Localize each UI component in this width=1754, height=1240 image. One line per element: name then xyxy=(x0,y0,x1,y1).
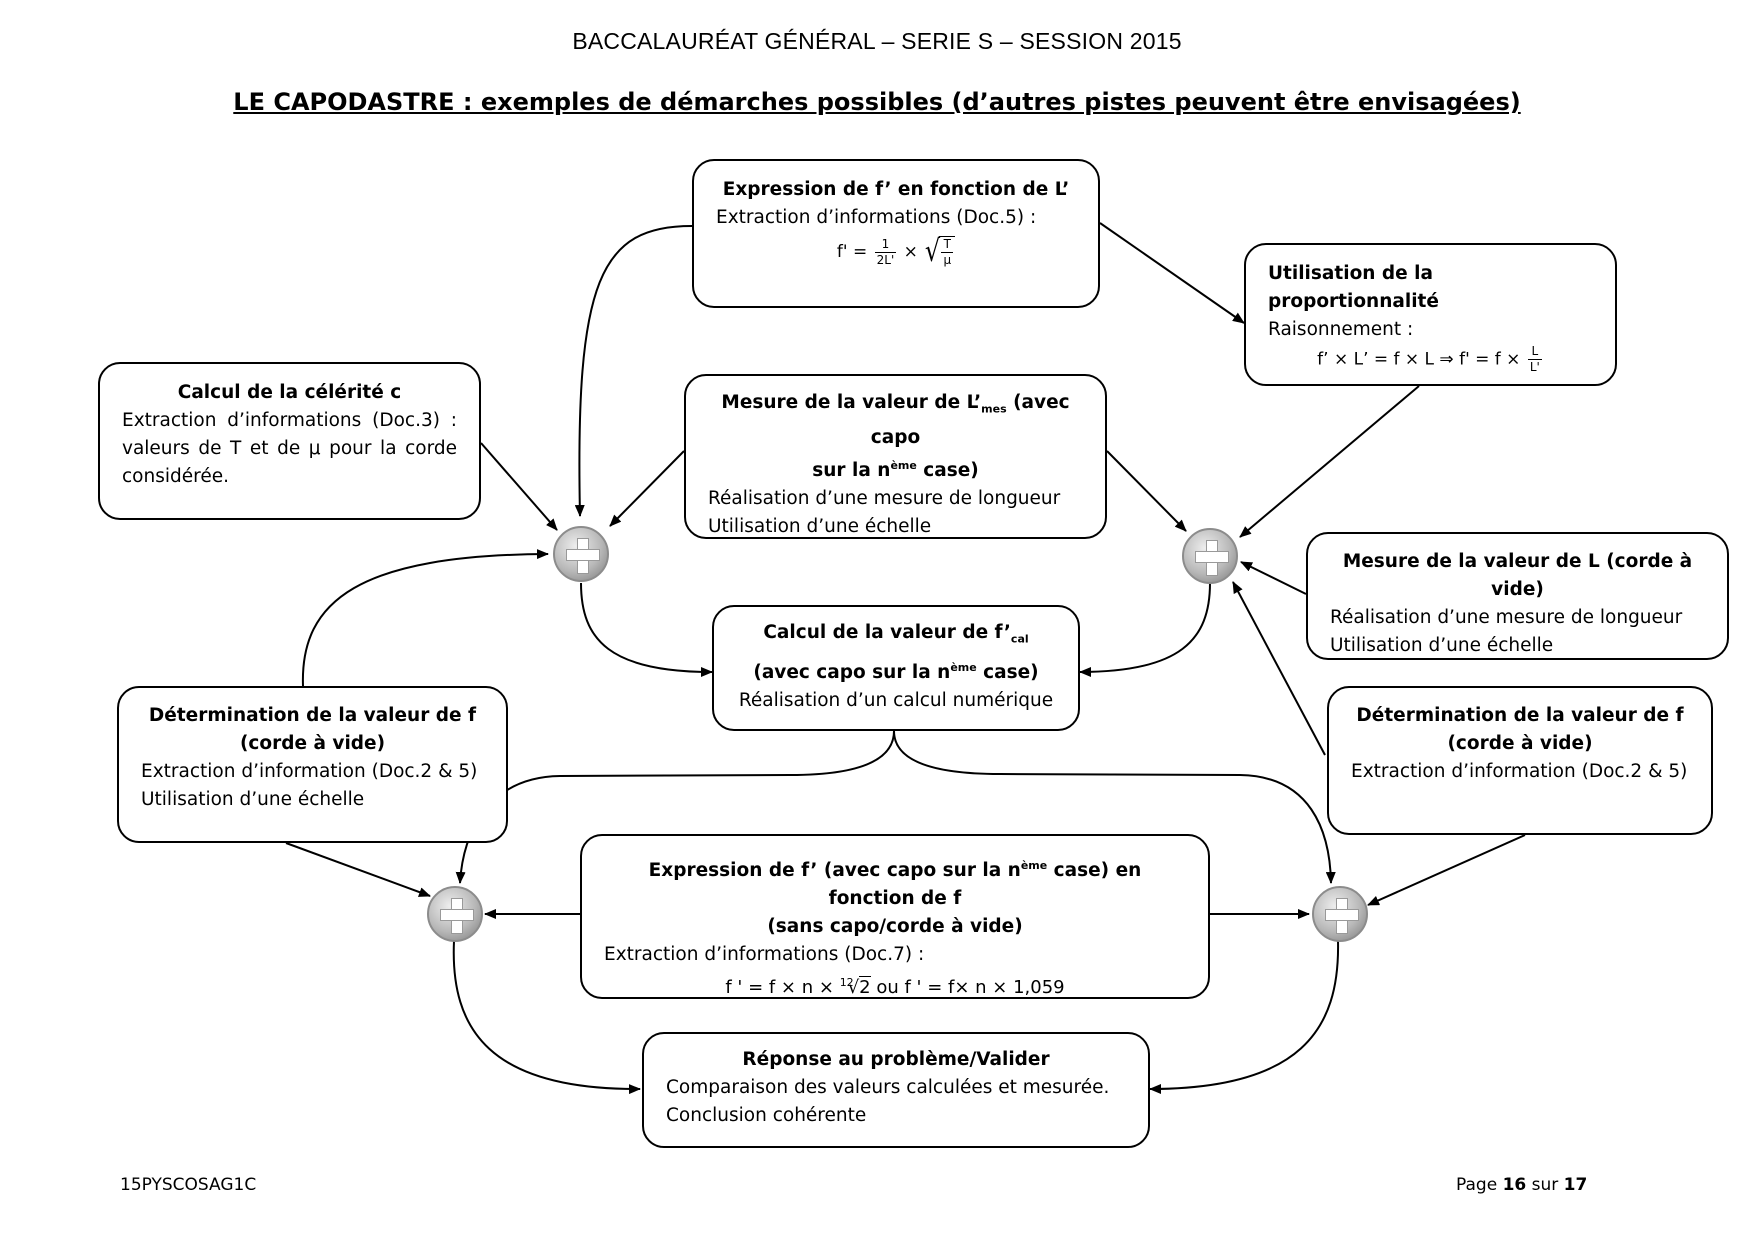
arrow-detf-right-to-plus4 xyxy=(1367,834,1526,906)
arrow-plus3-to-reponse xyxy=(452,940,641,1095)
arrow-mesure-lmes-to-plus1 xyxy=(609,450,685,527)
arrow-plus1-to-calcul xyxy=(580,582,713,677)
arrow-detf-right-to-plus2 xyxy=(1232,581,1326,756)
plus-icon xyxy=(1182,528,1238,584)
box-calcul-celerite: Calcul de la célérité c Extraction d’inf… xyxy=(98,362,481,520)
box-expression-f-l: Expression de f’ en fonction de L’ Extra… xyxy=(692,159,1100,308)
arrow-plus4-to-reponse xyxy=(1149,940,1340,1094)
arrow-expr-to-plus1 xyxy=(574,225,693,517)
box-mesure-l-mes: Mesure de la valeur de L’mes (avec capo … xyxy=(684,374,1107,539)
box-title: Détermination de la valeur de f xyxy=(148,705,477,726)
arrow-detf-left-to-plus1 xyxy=(301,549,549,687)
box-title: (corde à vide) xyxy=(239,733,386,754)
page-title: LE CAPODASTRE : exemples de démarches po… xyxy=(233,88,1521,116)
box-determination-f-right: Détermination de la valeur de f (corde à… xyxy=(1327,686,1713,835)
box-title: (sans capo/corde à vide) xyxy=(767,916,1023,938)
box-line: Utilisation d’une échelle xyxy=(1330,635,1554,656)
box-title: Calcul de la célérité c xyxy=(177,382,402,403)
plus-icon xyxy=(427,886,483,942)
box-line: Extraction d’informations (Doc.5) : xyxy=(716,207,1037,228)
box-title: Expression de f’ (avec capo sur la nème … xyxy=(648,859,1142,910)
box-line: Réalisation d’une mesure de longueur xyxy=(1330,607,1683,628)
arrow-celerite-to-plus1 xyxy=(480,442,558,531)
plus-icon xyxy=(553,526,609,582)
box-line: Réalisation d’un calcul numérique xyxy=(738,689,1054,711)
box-title: Mesure de la valeur de L (corde à vide) xyxy=(1342,551,1693,600)
box-title: Réponse au problème/Valider xyxy=(742,1049,1050,1070)
box-line: Conclusion cohérente xyxy=(666,1105,867,1126)
footer-page-number: Page 16 sur 17 xyxy=(1456,1175,1588,1195)
arrow-calcul-to-plus4 xyxy=(893,730,1336,884)
box-line: Réalisation d’une mesure de longueur xyxy=(708,487,1061,509)
arrow-plus2-to-calcul xyxy=(1079,582,1211,677)
box-title: Calcul de la valeur de f’cal xyxy=(763,622,1029,646)
arrow-detf-left-to-plus3 xyxy=(285,842,431,897)
footer-code: 15PYSCOSAG1C xyxy=(120,1175,257,1195)
box-text: Extraction d’informations (Doc.3) : vale… xyxy=(122,410,457,487)
arrow-mesure-l-to-plus2 xyxy=(1240,561,1307,595)
box-line: Utilisation d’une échelle xyxy=(141,789,365,810)
box-title: sur la nème case) xyxy=(812,458,979,481)
plus-icon xyxy=(1312,886,1368,942)
box-title: Utilisation de la proportionnalité xyxy=(1268,263,1439,312)
box-calcul-f-cal: Calcul de la valeur de f’cal (avec capo … xyxy=(712,605,1080,731)
box-determination-f-left: Détermination de la valeur de f (corde à… xyxy=(117,686,508,843)
formula-f-prime-f: f ' = f × n × 12√2 ou f ' = f× n × 1,059 xyxy=(725,976,1065,999)
box-mesure-l: Mesure de la valeur de L (corde à vide) … xyxy=(1306,532,1729,660)
box-line: Comparaison des valeurs calculées et mes… xyxy=(666,1077,1110,1098)
box-reponse: Réponse au problème/Valider Comparaison … xyxy=(642,1032,1150,1148)
box-title: (corde à vide) xyxy=(1447,733,1593,754)
box-line: Extraction d’information (Doc.2 & 5) xyxy=(141,761,478,782)
box-title: Détermination de la valeur de f xyxy=(1356,705,1684,726)
box-line: Raisonnement : xyxy=(1268,319,1414,340)
page-header: BACCALAURÉAT GÉNÉRAL – SERIE S – SESSION… xyxy=(572,28,1182,54)
box-expression-f-f: Expression de f’ (avec capo sur la nème … xyxy=(580,834,1210,999)
box-line: Utilisation d’une échelle xyxy=(708,515,932,537)
box-text: Extraction d’information (Doc.2 & 5) xyxy=(1351,761,1688,782)
box-line: Extraction d’informations (Doc.7) : xyxy=(604,944,925,966)
box-title: Mesure de la valeur de L’mes (avec capo xyxy=(721,392,1070,448)
box-title: Expression de f’ en fonction de L’ xyxy=(722,179,1070,200)
arrow-mesure-lmes-to-plus2 xyxy=(1106,450,1187,532)
arrow-expr-to-proportion xyxy=(1099,222,1245,324)
arrow-proportion-to-plus2 xyxy=(1239,385,1420,538)
box-title: (avec capo sur la nème case) xyxy=(753,660,1039,683)
box-proportionnalite: Utilisation de la proportionnalité Raiso… xyxy=(1244,243,1617,386)
